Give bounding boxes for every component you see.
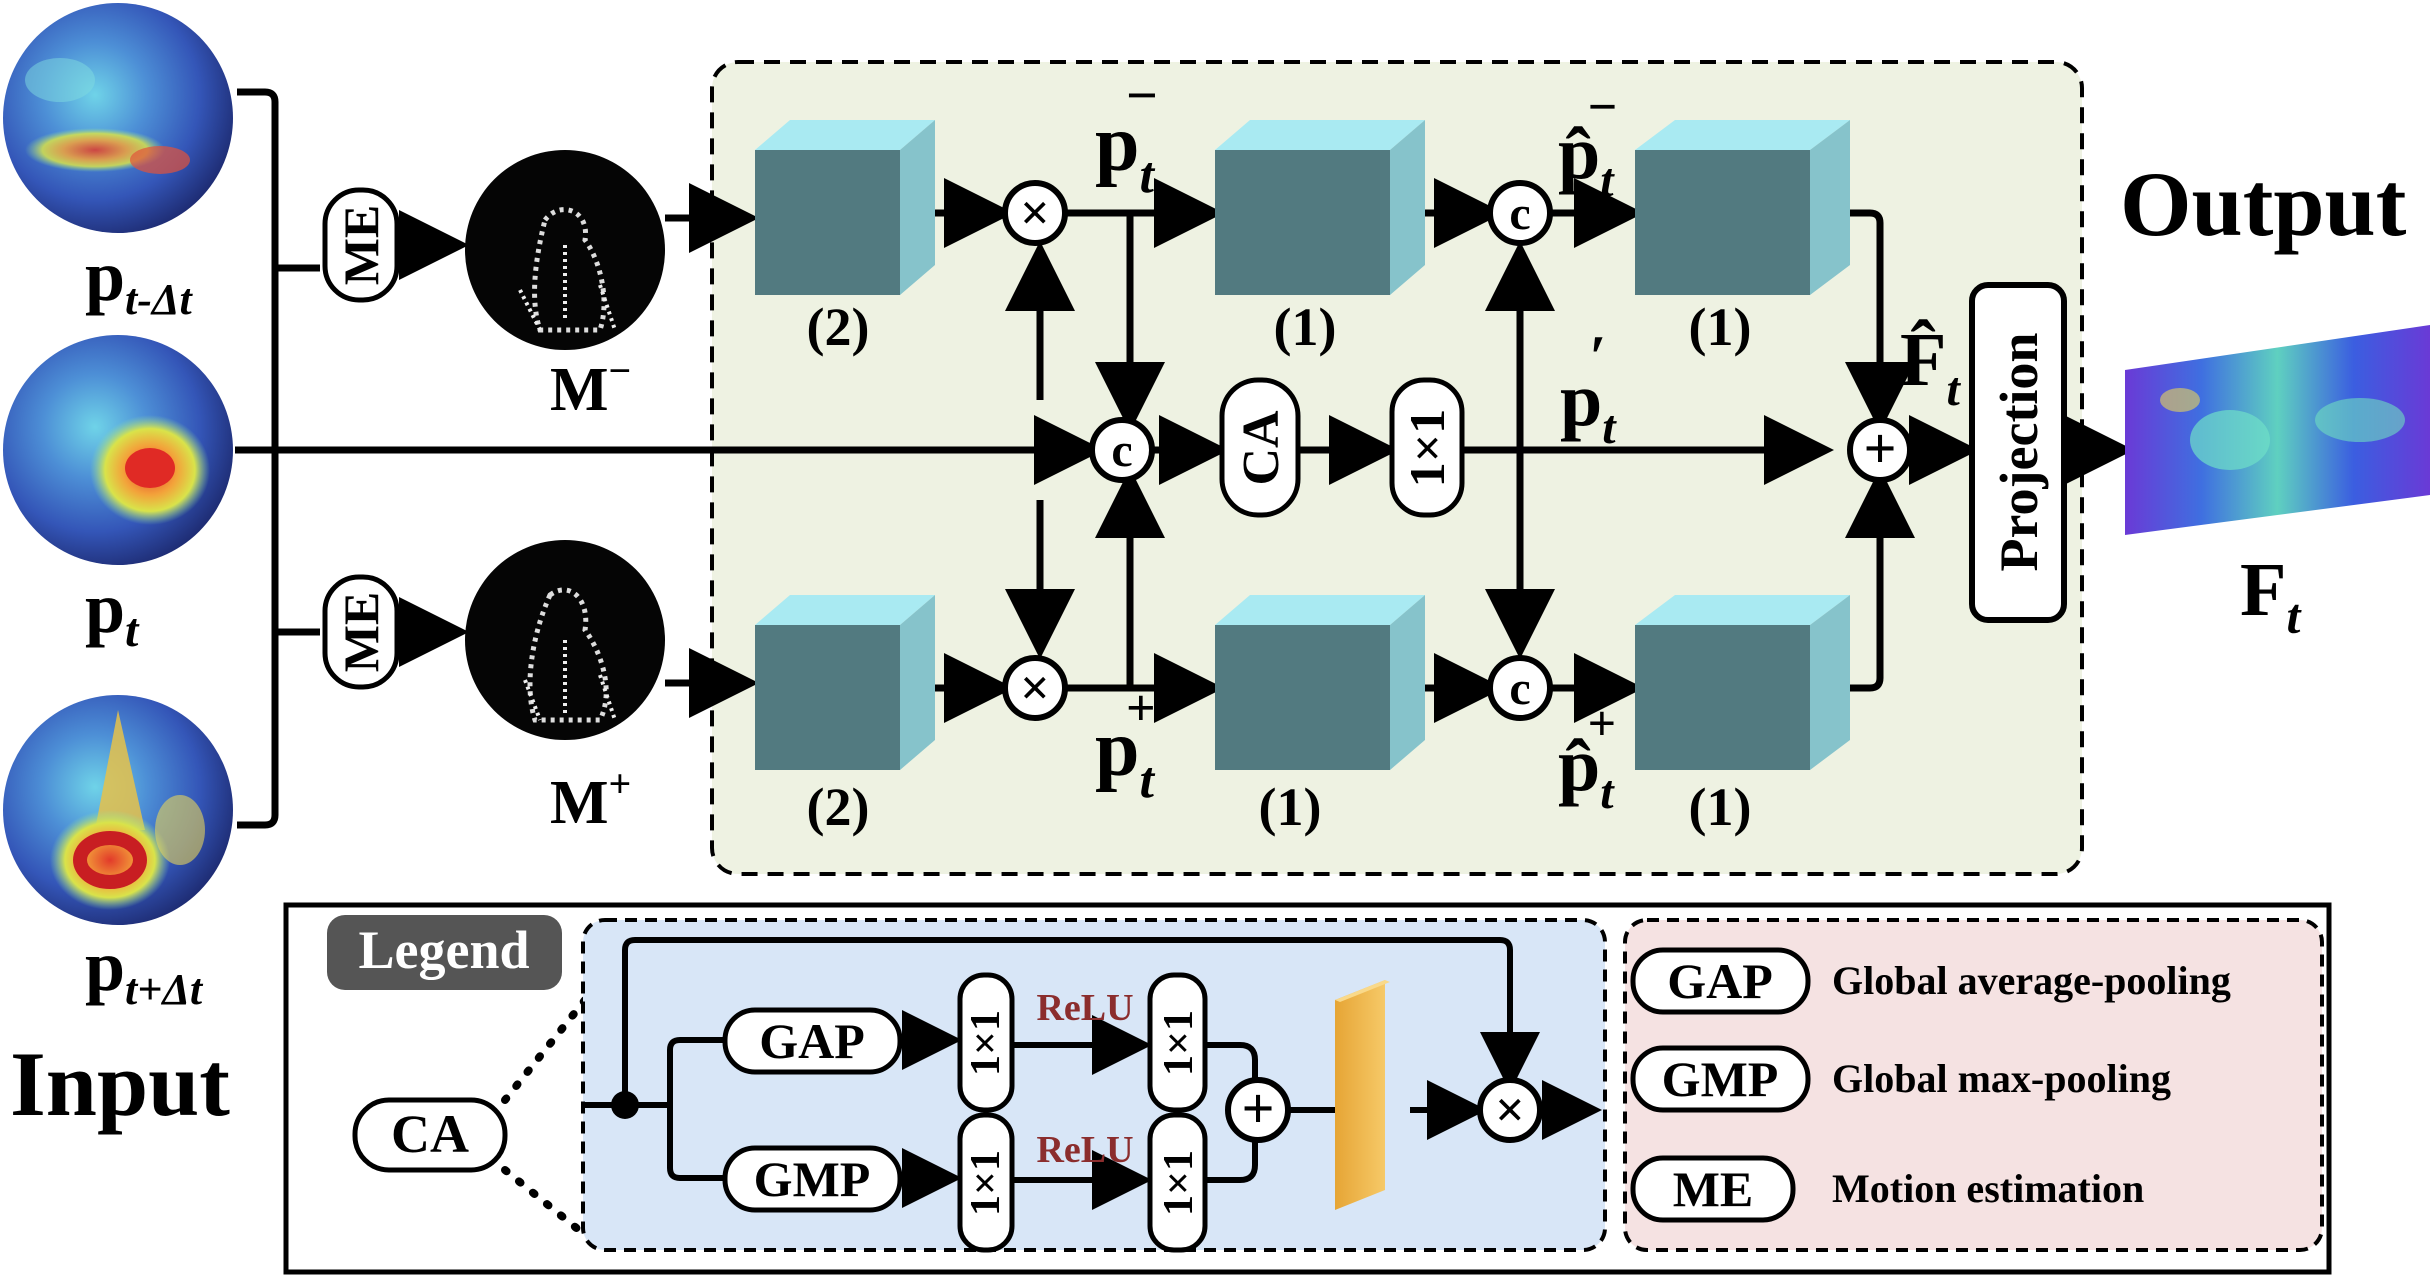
bottom-block-1 bbox=[755, 595, 935, 770]
legend-key-gmp: GMP Global max-pooling bbox=[1630, 1045, 2171, 1113]
svg-text:1×1: 1×1 bbox=[963, 1010, 1009, 1076]
svg-text:Legend: Legend bbox=[358, 920, 529, 980]
svg-text:Projection: Projection bbox=[1989, 333, 2049, 572]
p-prime-label: pt′ bbox=[1560, 324, 1617, 454]
svg-text:1×1: 1×1 bbox=[1399, 409, 1455, 488]
svg-text:+: + bbox=[1863, 416, 1896, 481]
frame-cur-sphere bbox=[3, 335, 233, 565]
legend-gmp-pill: GMP bbox=[722, 1145, 903, 1213]
top-block-2 bbox=[1215, 120, 1425, 295]
svg-text:1×1: 1×1 bbox=[963, 1150, 1009, 1216]
bottom-block-3 bbox=[1635, 595, 1850, 770]
svg-text:×: × bbox=[1020, 185, 1050, 242]
frame-next-sphere bbox=[3, 695, 233, 925]
top-block-1-label: (2) bbox=[807, 297, 870, 357]
svg-text:ME: ME bbox=[333, 592, 389, 673]
svg-text:GAP: GAP bbox=[1667, 953, 1773, 1009]
legend-gap-pill: GAP bbox=[722, 1007, 903, 1075]
input-heading: Input bbox=[10, 1033, 230, 1135]
svg-text:×: × bbox=[1020, 660, 1050, 717]
top-block-3-label: (1) bbox=[1689, 297, 1752, 357]
mask-minus-label: M− bbox=[550, 348, 631, 424]
p-hat-minus-label: p̂t− bbox=[1558, 79, 1617, 207]
ca-box: CA bbox=[1219, 377, 1301, 518]
svg-text:Motion estimation: Motion estimation bbox=[1832, 1166, 2144, 1211]
svg-text:Global max-pooling: Global max-pooling bbox=[1832, 1056, 2171, 1101]
legend-ca-connectors bbox=[583, 937, 1602, 1210]
svg-text:CA: CA bbox=[391, 1104, 469, 1164]
mask-plus-sphere bbox=[465, 540, 665, 740]
conv-1x1-box: 1×1 bbox=[1389, 377, 1465, 518]
output-result-label: Ft bbox=[2240, 548, 2302, 644]
legend-add-node: + bbox=[1225, 1076, 1291, 1143]
legend-conv-1: 1×1 bbox=[957, 972, 1015, 1113]
input-connectors bbox=[235, 88, 1104, 829]
bottom-block-1-label: (2) bbox=[807, 777, 870, 837]
bottom-block-2 bbox=[1215, 595, 1425, 770]
projection-box: Projection bbox=[1969, 282, 2067, 623]
frame-next-label: pt+Δt bbox=[85, 926, 204, 1014]
me-bottom-box: ME bbox=[322, 574, 400, 690]
svg-text:CA: CA bbox=[1233, 410, 1290, 486]
p-plus-label: pt+ bbox=[1095, 680, 1156, 809]
mask-plus-label: M+ bbox=[550, 761, 631, 837]
f-hat-label: F̂t bbox=[1900, 318, 1961, 416]
svg-text:c: c bbox=[1509, 187, 1530, 240]
legend-ca-pill: CA bbox=[352, 1097, 508, 1173]
frame-prev-sphere bbox=[3, 3, 233, 233]
top-block-2-label: (1) bbox=[1274, 297, 1337, 357]
top-block-3 bbox=[1635, 120, 1850, 295]
legend-conv-3: 1×1 bbox=[957, 1112, 1015, 1253]
main-connectors bbox=[665, 178, 2134, 723]
add-node: + bbox=[1847, 416, 1913, 483]
mask-minus-sphere bbox=[465, 150, 665, 350]
legend-zoom-lines bbox=[501, 996, 589, 1239]
svg-text:GMP: GMP bbox=[754, 1151, 871, 1207]
top-block-1 bbox=[755, 120, 935, 295]
svg-text:Global average-pooling: Global average-pooling bbox=[1832, 958, 2231, 1003]
legend-key-me: ME Motion estimation bbox=[1630, 1155, 2144, 1223]
svg-text:GMP: GMP bbox=[1662, 1051, 1779, 1107]
svg-text:c: c bbox=[1509, 662, 1530, 715]
concat-top-node: c bbox=[1487, 180, 1553, 246]
output-equirect-map bbox=[2125, 325, 2430, 535]
me-top-box: ME bbox=[322, 187, 400, 303]
legend-multiply-node: × bbox=[1477, 1077, 1543, 1143]
legend-key-gap: GAP Global average-pooling bbox=[1630, 947, 2231, 1015]
multiply-top-node: × bbox=[1002, 180, 1068, 246]
legend-sigmoid-gate bbox=[1335, 980, 1390, 1210]
bottom-block-3-label: (1) bbox=[1689, 777, 1752, 837]
frame-cur-label: pt bbox=[85, 568, 140, 657]
svg-text:c: c bbox=[1111, 424, 1132, 477]
multiply-bottom-node: × bbox=[1002, 655, 1068, 721]
output-heading: Output bbox=[2120, 153, 2407, 255]
legend-branch-dot bbox=[611, 1091, 639, 1119]
legend-conv-4: 1×1 bbox=[1147, 1112, 1208, 1253]
svg-text:×: × bbox=[1495, 1082, 1525, 1139]
legend-relu-top: ReLU bbox=[1036, 987, 1133, 1029]
legend-relu-bottom: ReLU bbox=[1036, 1129, 1133, 1171]
concat-center-node: c bbox=[1089, 417, 1155, 483]
svg-text:ME: ME bbox=[1673, 1161, 1754, 1217]
legend-conv-2: 1×1 bbox=[1147, 972, 1208, 1113]
bottom-block-2-label: (1) bbox=[1259, 777, 1322, 837]
legend-title-tag: Legend bbox=[327, 915, 562, 990]
frame-prev-label: pt-Δt bbox=[85, 236, 194, 324]
svg-text:GAP: GAP bbox=[759, 1013, 865, 1069]
p-hat-plus-label: p̂t+ bbox=[1558, 695, 1616, 819]
svg-text:+: + bbox=[1241, 1076, 1274, 1141]
svg-text:1×1: 1×1 bbox=[1156, 1010, 1202, 1076]
p-minus-label: pt− bbox=[1095, 65, 1158, 204]
concat-bottom-node: c bbox=[1487, 655, 1553, 721]
svg-text:ME: ME bbox=[333, 205, 389, 286]
svg-text:1×1: 1×1 bbox=[1156, 1150, 1202, 1216]
